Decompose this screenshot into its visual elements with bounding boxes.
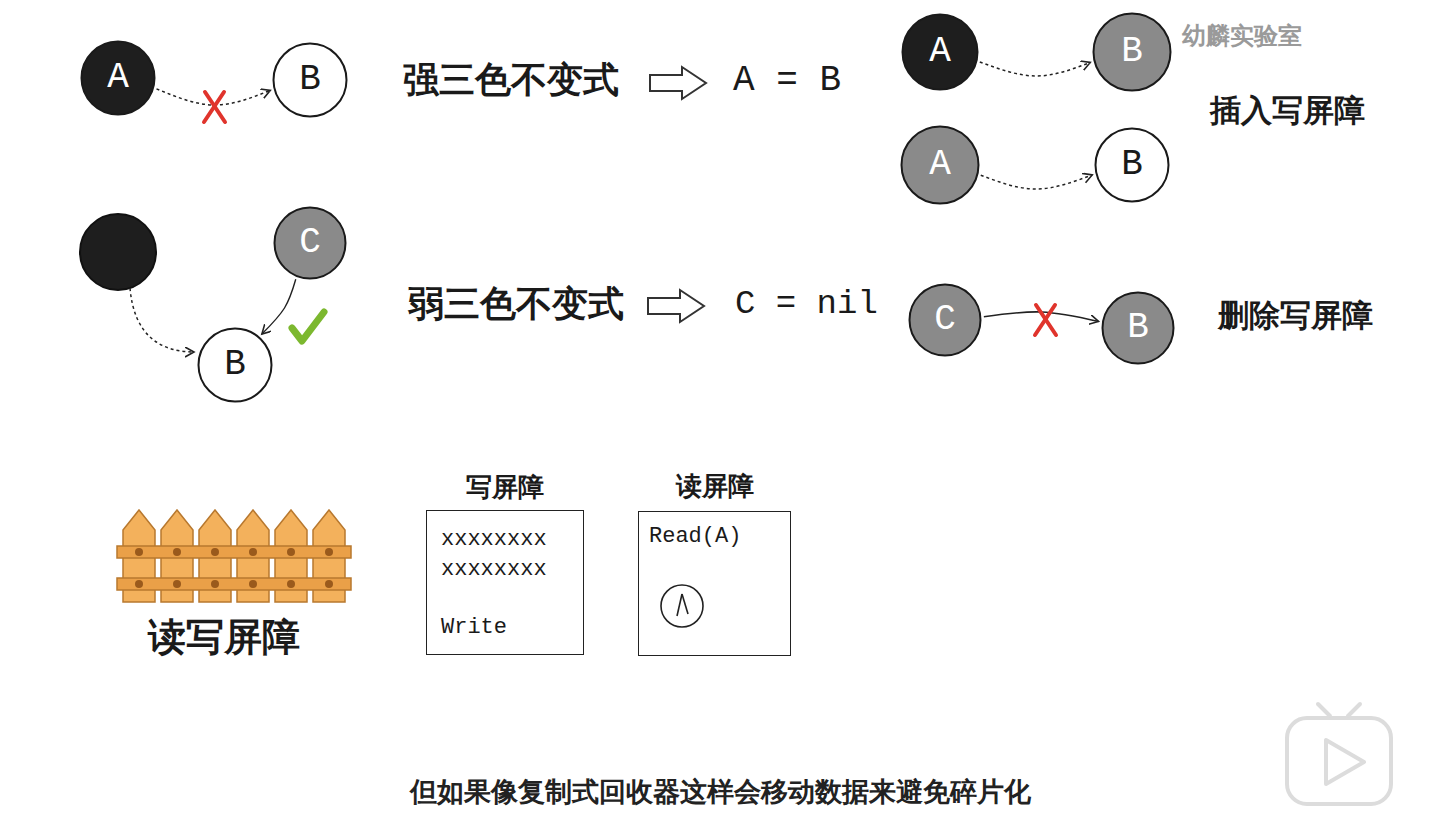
reference-arrow [981,175,1092,189]
box-heading: 读屏障 [639,470,790,504]
watermark: 幼麟实验室 [1182,20,1302,52]
dashed-reference [130,288,194,352]
code-text: xxxxxxxx xxxxxxxx [427,525,571,585]
object-letter: B [1094,127,1170,203]
object-circle: C [908,283,982,357]
barrier-box: 写屏障xxxxxxxx xxxxxxxxWrite [426,510,584,655]
object-circle: C [273,206,347,280]
object-letter: A [80,40,156,116]
barrier-box: 读屏障Read(A) [638,511,791,656]
object-letter: A [901,13,979,91]
object-letter: A [900,125,980,205]
hollow-arrow [650,67,706,99]
green-check [292,312,324,341]
invariant-title: 强三色不变式 [403,56,619,105]
barrier-name: 插入写屏障 [1210,90,1365,132]
object-letter: B [197,327,273,403]
object-circle: B [1092,12,1172,92]
object-letter: C [908,283,982,357]
object-letter: C [273,206,347,280]
clock-icon [661,585,703,627]
object-letter: B [272,42,348,118]
fence-picture [117,510,351,602]
reference-arrow [980,62,1091,76]
code-text: Read(A) [639,522,790,552]
object-circle: B [272,42,348,118]
object-circle: B [1101,291,1175,365]
object-letter: B [1101,291,1175,365]
object-circle: A [80,40,156,116]
red-cross [204,92,225,122]
formula-text: C = nil [735,285,878,323]
code-text: Write [427,613,583,643]
play-button-icon [1287,704,1391,804]
object-circle: B [1094,127,1170,203]
object-circle: B [197,327,273,403]
hollow-arrow [648,290,704,322]
invariant-title: 弱三色不变式 [408,280,624,329]
barrier-name: 删除写屏障 [1218,295,1373,337]
formula-text: A = B [733,60,841,101]
object-circle: A [900,125,980,205]
box-heading: 写屏障 [427,471,583,505]
black-object [80,214,156,290]
object-circle: A [901,13,979,91]
subtitle-caption: 但如果像复制式回收器这样会移动数据来避免碎片化 [0,774,1440,810]
object-letter: B [1092,12,1172,92]
red-cross [1035,305,1056,335]
fence-caption: 读写屏障 [148,612,300,663]
